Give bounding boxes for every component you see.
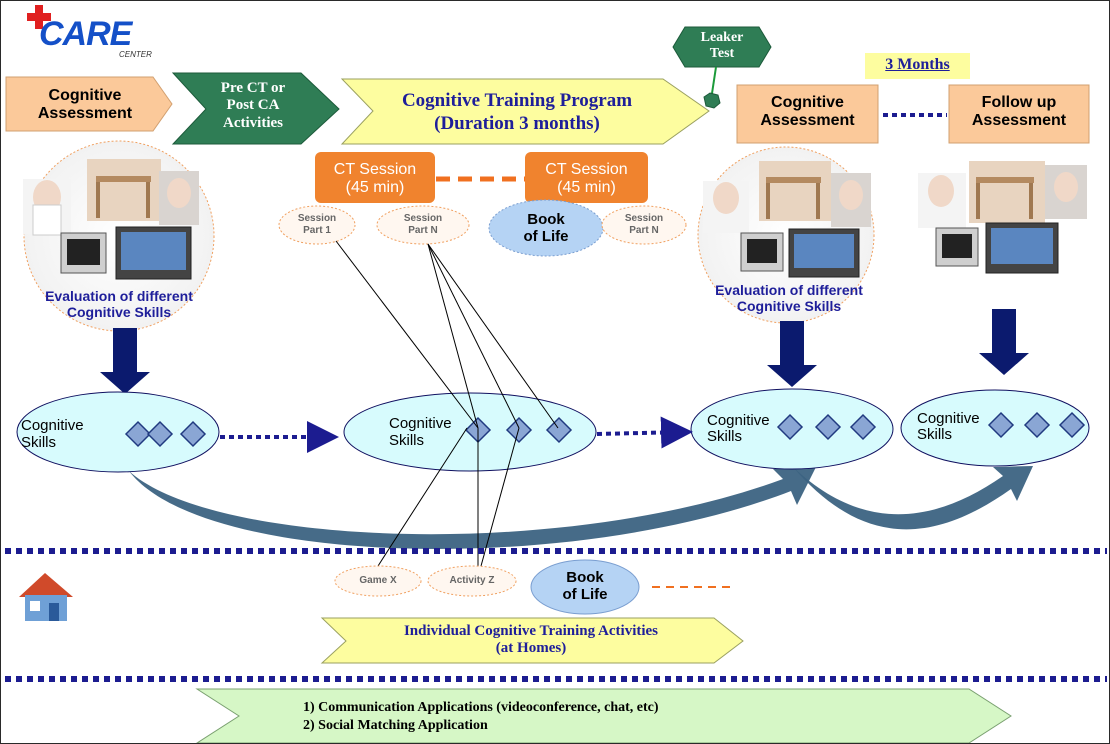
activity-z-label: Activity Z bbox=[449, 575, 495, 586]
ct-session-box-2 bbox=[525, 152, 648, 203]
training-program-label: Cognitive Training Program(Duration 3 mo… bbox=[401, 90, 633, 134]
skills-connector-2 bbox=[596, 416, 693, 449]
three-months-label: 3 Months bbox=[885, 56, 950, 73]
skill-diamonds bbox=[124, 411, 1086, 448]
pre-ct-arrow bbox=[171, 72, 340, 145]
skills-ellipse-1 bbox=[16, 391, 220, 473]
curved-arrow-2 bbox=[793, 466, 1033, 530]
down-arrow-2 bbox=[767, 321, 817, 387]
ct-session-label-1: CT Session(45 min) bbox=[333, 161, 417, 197]
leaker-test-connector bbox=[703, 66, 721, 109]
evaluation-illustration-1 bbox=[23, 140, 215, 332]
down-arrow-3 bbox=[979, 309, 1029, 375]
leaker-test-hexagon bbox=[672, 26, 772, 68]
apps-label: 1) Communication Applications (videoconf… bbox=[303, 700, 659, 734]
training-program-arrow bbox=[340, 78, 710, 145]
session-part-1-bubble bbox=[278, 205, 356, 245]
evaluation-illustration-2 bbox=[697, 146, 875, 324]
care-logo bbox=[27, 5, 51, 29]
follow-up-illustration bbox=[918, 161, 1087, 274]
down-arrow-1 bbox=[100, 328, 150, 394]
logo-text: CARE bbox=[39, 15, 132, 53]
ct-session-box-1 bbox=[315, 152, 435, 203]
cognitive-assessment-box-2 bbox=[736, 84, 879, 144]
game-x-label: Game X bbox=[359, 575, 397, 586]
three-months-label-bg bbox=[865, 53, 970, 79]
individual-training-label: Individual Cognitive Training Activities… bbox=[403, 623, 659, 657]
individual-training-arrow bbox=[320, 617, 744, 664]
session-part-n-bubble-2 bbox=[601, 205, 687, 245]
apps-arrow bbox=[195, 688, 1012, 743]
logo-subtext: CENTER bbox=[119, 50, 152, 59]
activity-z-bubble bbox=[427, 565, 517, 597]
ct-session-label-2: CT Session(45 min) bbox=[545, 161, 628, 197]
session-part-n-bubble-1 bbox=[376, 205, 470, 245]
session-link-lines bbox=[335, 240, 559, 567]
book-of-life-bubble-2 bbox=[530, 559, 640, 615]
cognitive-assessment-box-1 bbox=[5, 76, 173, 132]
follow-up-box bbox=[948, 84, 1090, 144]
home-icon bbox=[19, 573, 73, 621]
game-x-bubble bbox=[334, 565, 422, 597]
curved-arrow-1 bbox=[129, 467, 816, 549]
